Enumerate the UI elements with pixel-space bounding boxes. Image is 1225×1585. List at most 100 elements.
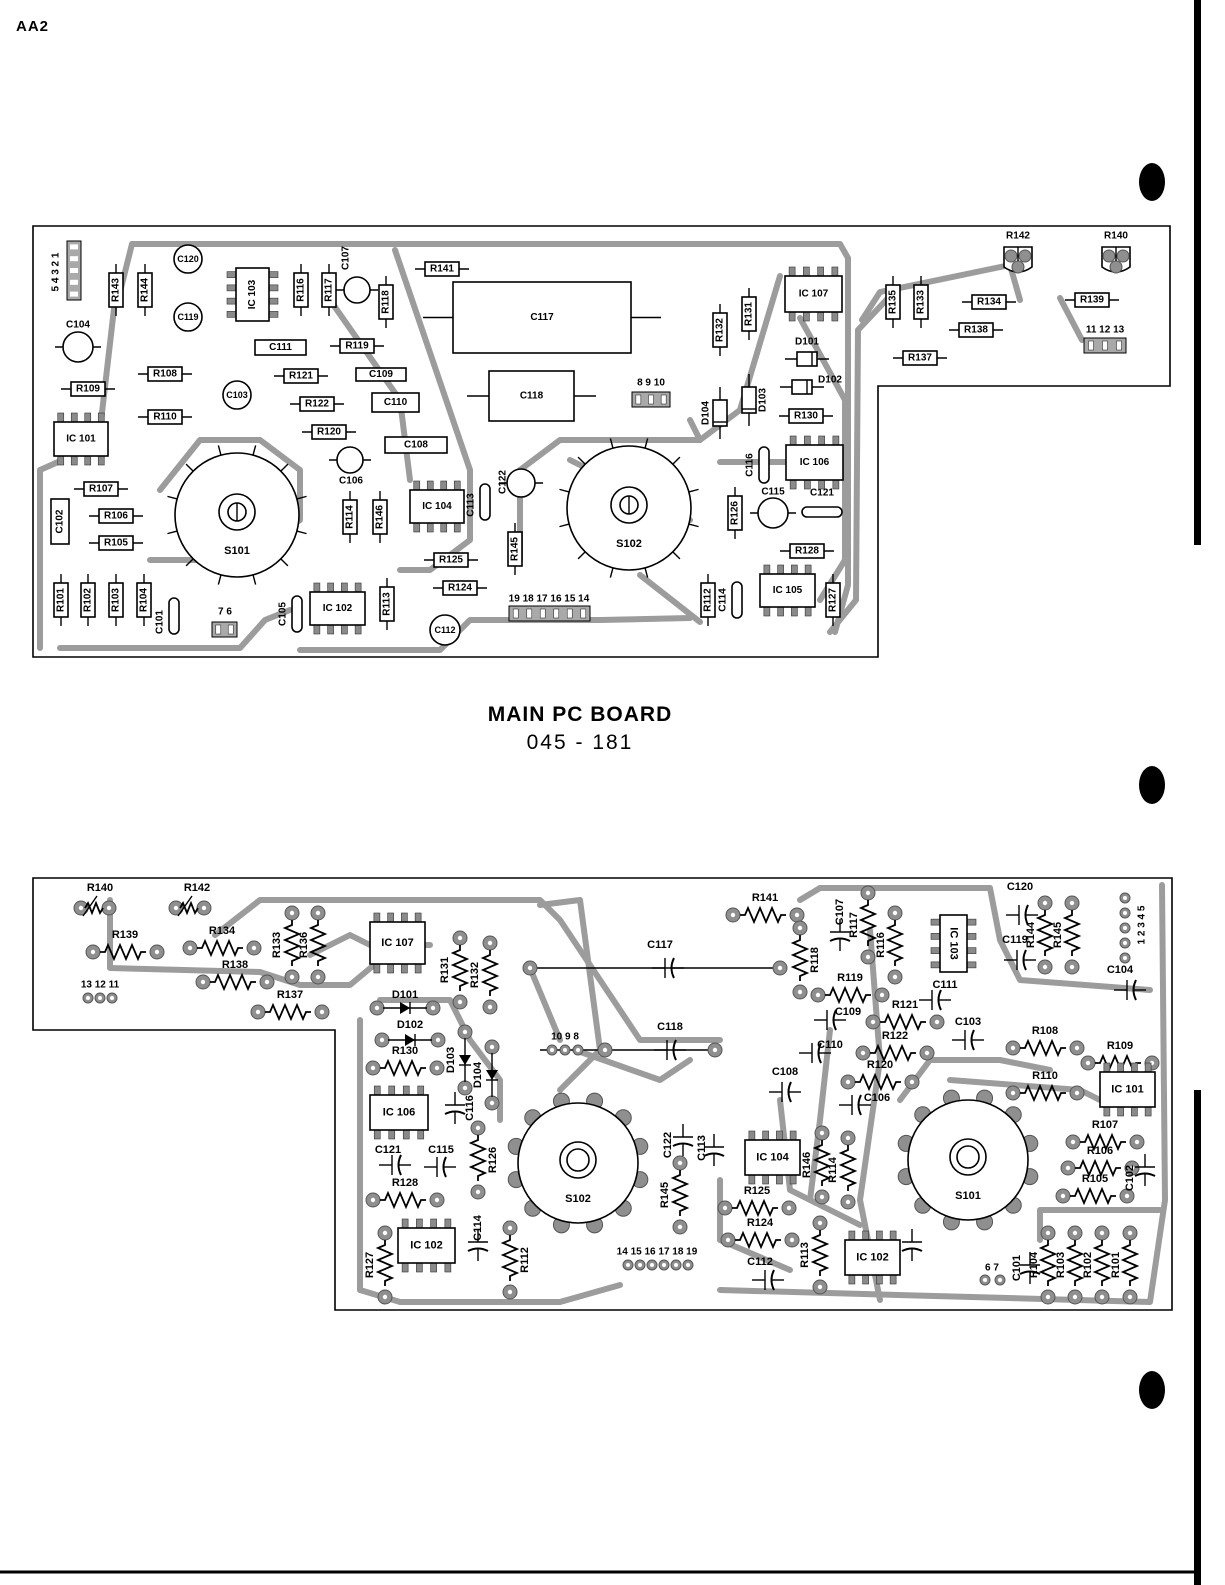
bottom-c121: C121 xyxy=(375,1144,411,1176)
component-label: C118 xyxy=(657,1021,683,1033)
top-r101: R101 xyxy=(53,574,69,626)
bottom-c120: C120 xyxy=(1006,881,1038,926)
component-label: C119 xyxy=(177,312,198,322)
bottom-c117: C117 xyxy=(647,939,684,979)
component-label: R122 xyxy=(305,399,329,410)
component-label: R125 xyxy=(744,1185,770,1197)
bottom-r136: R136 xyxy=(298,905,328,985)
bottom-r118: R118 xyxy=(790,920,821,1000)
top-r144: R144 xyxy=(137,264,153,316)
top-r122: R122 xyxy=(290,396,344,412)
component-label: R139 xyxy=(1080,295,1104,306)
binder-hole xyxy=(1139,1371,1165,1409)
top-s102: S102 xyxy=(559,438,699,578)
component-label: C101 xyxy=(155,610,166,634)
component-label: R146 xyxy=(801,1152,813,1178)
component-label: R101 xyxy=(1110,1252,1122,1278)
component-label: R104 xyxy=(139,588,150,612)
component-label: R116 xyxy=(296,278,307,302)
component-label: IC 107 xyxy=(381,937,413,949)
trace xyxy=(777,1097,863,1228)
component-label: R132 xyxy=(469,962,481,988)
bottom-c118: C118 xyxy=(654,1021,686,1061)
component-label: R145 xyxy=(510,537,521,561)
bottom-c113: C113 xyxy=(696,1134,725,1166)
bottom-p6_7: 6 7 xyxy=(979,1263,1006,1286)
top-r133: R133 xyxy=(913,276,929,328)
component-label: C122 xyxy=(662,1132,674,1158)
bottom-r146: R146 xyxy=(801,1125,832,1205)
top-c106: C106 xyxy=(329,446,371,487)
component-label: D102 xyxy=(818,375,842,386)
top-r134: R134 xyxy=(962,294,1016,310)
top-c110: C110 xyxy=(371,392,420,413)
bottom-c109: C109 xyxy=(814,1006,861,1031)
page-edge-bar xyxy=(1194,0,1201,545)
component-label: R102 xyxy=(1082,1252,1094,1278)
bottom-r132: R132 xyxy=(469,935,500,1015)
top-ic101: IC 101 xyxy=(53,412,109,466)
bottom-r145b: R145 xyxy=(1052,895,1082,975)
component-label: C108 xyxy=(772,1066,798,1078)
component-label: R102 xyxy=(83,588,94,612)
component-label: 8 9 10 xyxy=(637,378,665,389)
top-r137: R137 xyxy=(893,350,947,366)
component-label: R119 xyxy=(837,972,863,984)
top-r116: R116 xyxy=(293,264,309,316)
top-r127: R127 xyxy=(825,574,841,626)
component-label: C102 xyxy=(55,509,66,533)
component-label: C106 xyxy=(864,1092,890,1104)
top-j1: 5 4 3 2 1 xyxy=(51,240,82,301)
component-label: C107 xyxy=(834,899,846,925)
component-label: R109 xyxy=(76,384,100,395)
bottom-s101: S101 xyxy=(897,1089,1039,1231)
component-label: R138 xyxy=(964,325,988,336)
bottom-ic101: IC 101 xyxy=(1099,1062,1156,1117)
top-r104: R104 xyxy=(136,574,152,626)
component-label: C115 xyxy=(428,1144,454,1156)
component-label: 5 4 3 2 1 xyxy=(51,252,62,291)
component-label: C106 xyxy=(339,476,363,487)
top-r145: R145 xyxy=(507,523,523,575)
bottom-c107: C107 xyxy=(829,899,851,951)
component-label: C109 xyxy=(835,1006,861,1018)
component-label: R144 xyxy=(1025,921,1037,948)
trace xyxy=(859,262,1023,323)
component-label: C119 xyxy=(1002,934,1028,946)
component-label: R133 xyxy=(916,290,927,314)
component-label: C109 xyxy=(369,369,393,380)
top-r130: R130 xyxy=(779,408,833,424)
bottom-c108: C108 xyxy=(769,1066,801,1103)
bottom-c102: C102 xyxy=(1124,1154,1156,1191)
bottom-r145: R145 xyxy=(659,1155,690,1235)
top-p19_14: 19 18 17 16 15 14 xyxy=(508,594,591,622)
component-label: S101 xyxy=(955,1190,981,1202)
component-label: R117 xyxy=(848,912,860,938)
top-p7_6: 7 6 xyxy=(211,607,238,638)
component-label: C118 xyxy=(520,391,544,402)
bottom-unlabeled-capacitor xyxy=(901,1229,923,1261)
bottom-r142: R142 xyxy=(168,882,212,917)
top-c103: C103 xyxy=(222,380,252,410)
bottom-c104: C104 xyxy=(1107,964,1146,1001)
component-label: C111 xyxy=(269,342,292,353)
component-label: D103 xyxy=(758,388,769,412)
trace xyxy=(115,241,851,635)
bottom-r122: R122 xyxy=(855,1030,935,1063)
component-label: R113 xyxy=(382,592,393,616)
component-label: C113 xyxy=(696,1135,708,1161)
bottom-ic102a: IC 102 xyxy=(397,1218,456,1273)
component-label: R133 xyxy=(271,932,283,958)
component-label: R103 xyxy=(111,588,122,612)
component-label: 13 12 11 xyxy=(81,980,120,991)
bottom-r133: R133 xyxy=(271,905,302,985)
top-c102: C102 xyxy=(50,498,70,545)
component-label: C108 xyxy=(404,440,428,451)
component-label: C110 xyxy=(384,397,408,408)
component-label: C103 xyxy=(955,1016,981,1028)
component-label: R139 xyxy=(112,929,138,941)
top-board-outline xyxy=(32,225,1171,658)
component-label: R106 xyxy=(104,511,128,522)
bottom-r134: R134 xyxy=(182,925,262,958)
